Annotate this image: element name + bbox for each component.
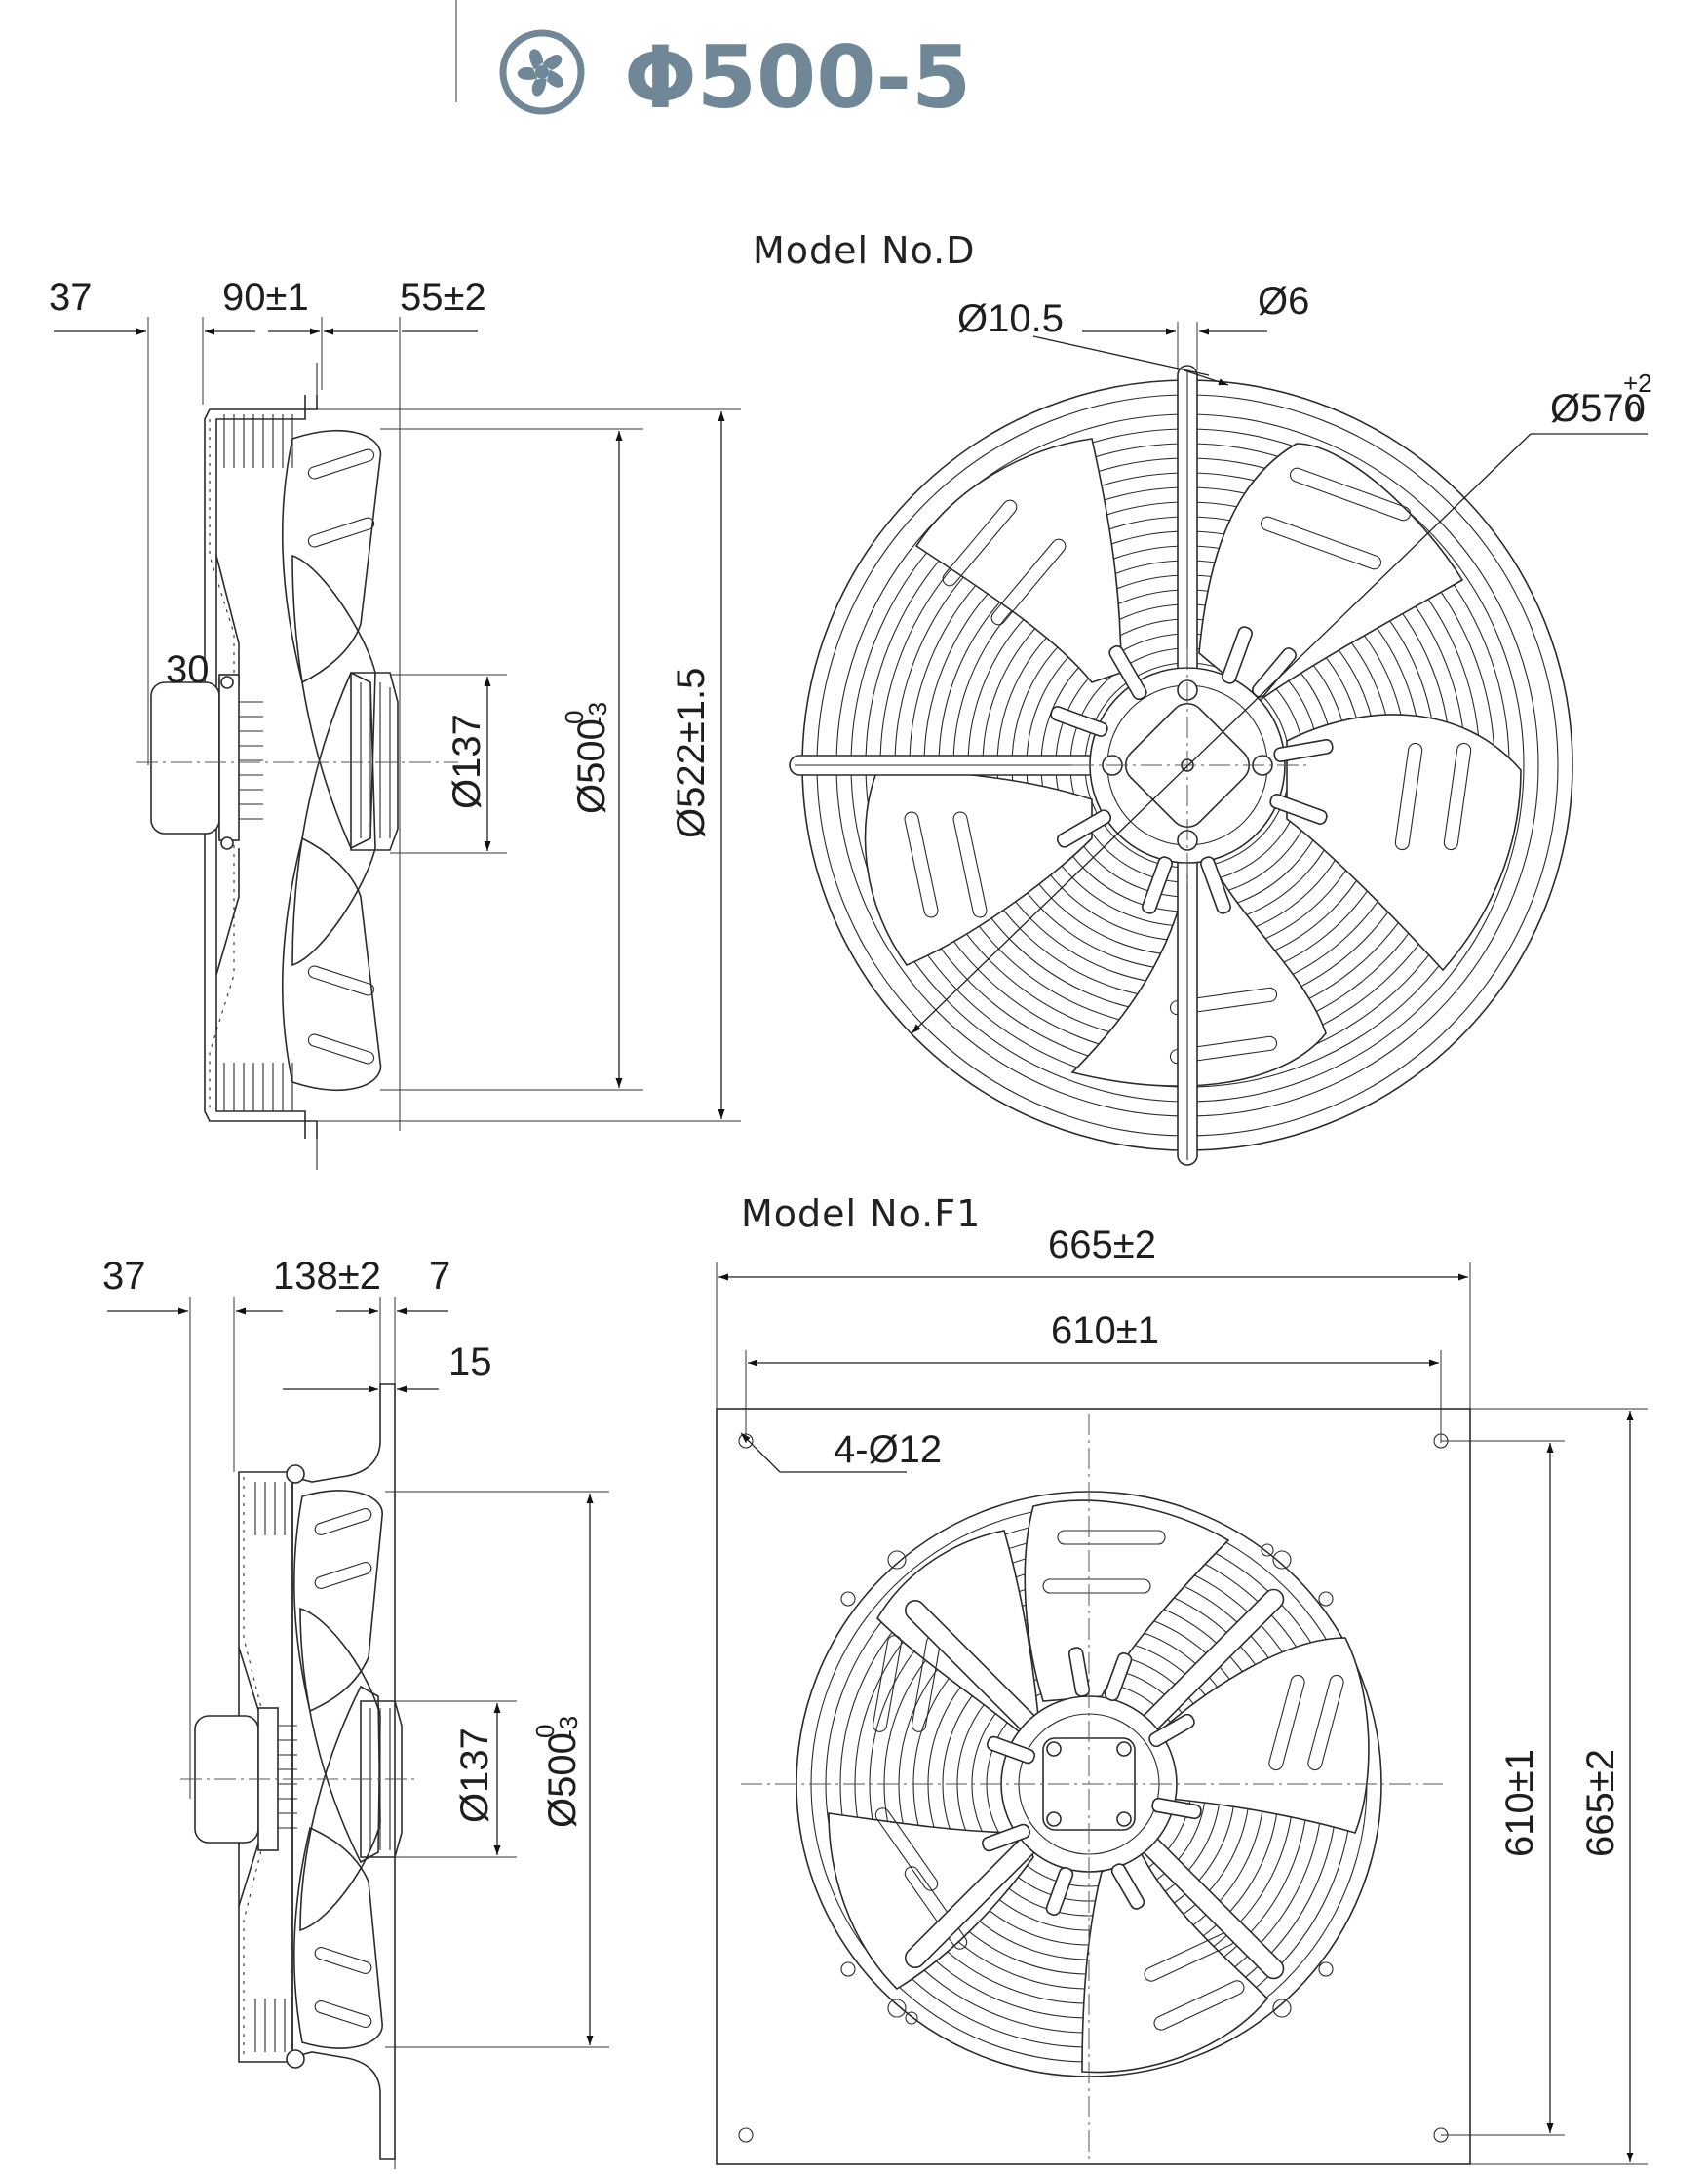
blade-5-d: [914, 438, 1122, 683]
mounting-plate: [291, 1383, 396, 2160]
header: Φ500-5: [455, 0, 971, 128]
square-plate: [716, 1408, 1471, 2165]
side-view-f1: 37 138±2 7 15: [102, 1255, 609, 2169]
front-view-d: Model No.D: [753, 229, 1652, 1166]
f1-side-dim-500-tol-upper: 0: [530, 1725, 560, 1738]
f1-front-dim-holes: 4-Ø12: [834, 1428, 942, 1471]
d-front-dim-570-tol-upper: +2: [1623, 369, 1652, 398]
d-side-dim-37: 37: [49, 276, 93, 319]
motor-body: [150, 681, 220, 835]
d-front-dim-6: Ø6: [1258, 280, 1309, 323]
model-label-d: Model No.D: [753, 229, 976, 272]
d-front-dim-570: Ø570: [1550, 387, 1646, 430]
blade-2-d: [1286, 714, 1522, 972]
f1-front-dim-610-height: 610±1: [1498, 1749, 1541, 1857]
d-side-dim-137: Ø137: [446, 714, 488, 809]
f1-side-dim-500: Ø500: [541, 1732, 584, 1828]
f1-side-dim-7: 7: [429, 1255, 450, 1298]
blade-4-d: [864, 769, 1093, 966]
d-front-dim-10-5: Ø10.5: [957, 297, 1064, 340]
f1-front-dim-665-width: 665±2: [1048, 1223, 1156, 1266]
front-view-f1: Model No.F1 665±2 610±1 4-Ø12 610±1 665±…: [716, 1192, 1648, 2165]
blade-1-d: [1198, 443, 1464, 704]
side-view-d: 37 90±1 55±2: [49, 276, 741, 1170]
blade-bottom: [281, 836, 382, 1091]
f1-side-dim-15: 15: [448, 1340, 492, 1383]
f1-front-dim-610-width: 610±1: [1051, 1309, 1159, 1352]
d-side-dim-500-tol-upper: 0: [560, 711, 589, 724]
d-side-dim-522: Ø522±1.5: [670, 668, 713, 838]
f1-side-dim-37: 37: [102, 1255, 146, 1298]
blade-3-d: [1070, 857, 1327, 1087]
fan-icon: [499, 29, 585, 115]
f1-side-dim-138: 138±2: [273, 1255, 381, 1298]
f1-side-dim-137: Ø137: [453, 1728, 496, 1823]
blade-top: [281, 430, 382, 684]
hub: [350, 672, 399, 851]
d-side-dim-500-tol-lower: -3: [583, 702, 612, 724]
d-side-dim-90: 90±1: [222, 276, 309, 319]
page-title: Φ500-5: [624, 27, 971, 128]
d-front-dim-570-tol-lower: 0: [1627, 396, 1641, 425]
d-side-dim-500: Ø500: [570, 718, 613, 814]
d-side-dim-30: 30: [166, 648, 210, 691]
f1-side-dim-500-tol-lower: -3: [554, 1716, 583, 1738]
d-side-dim-55: 55±2: [400, 276, 486, 319]
model-label-f1: Model No.F1: [741, 1192, 981, 1235]
f1-front-dim-665-height: 665±2: [1579, 1749, 1622, 1857]
